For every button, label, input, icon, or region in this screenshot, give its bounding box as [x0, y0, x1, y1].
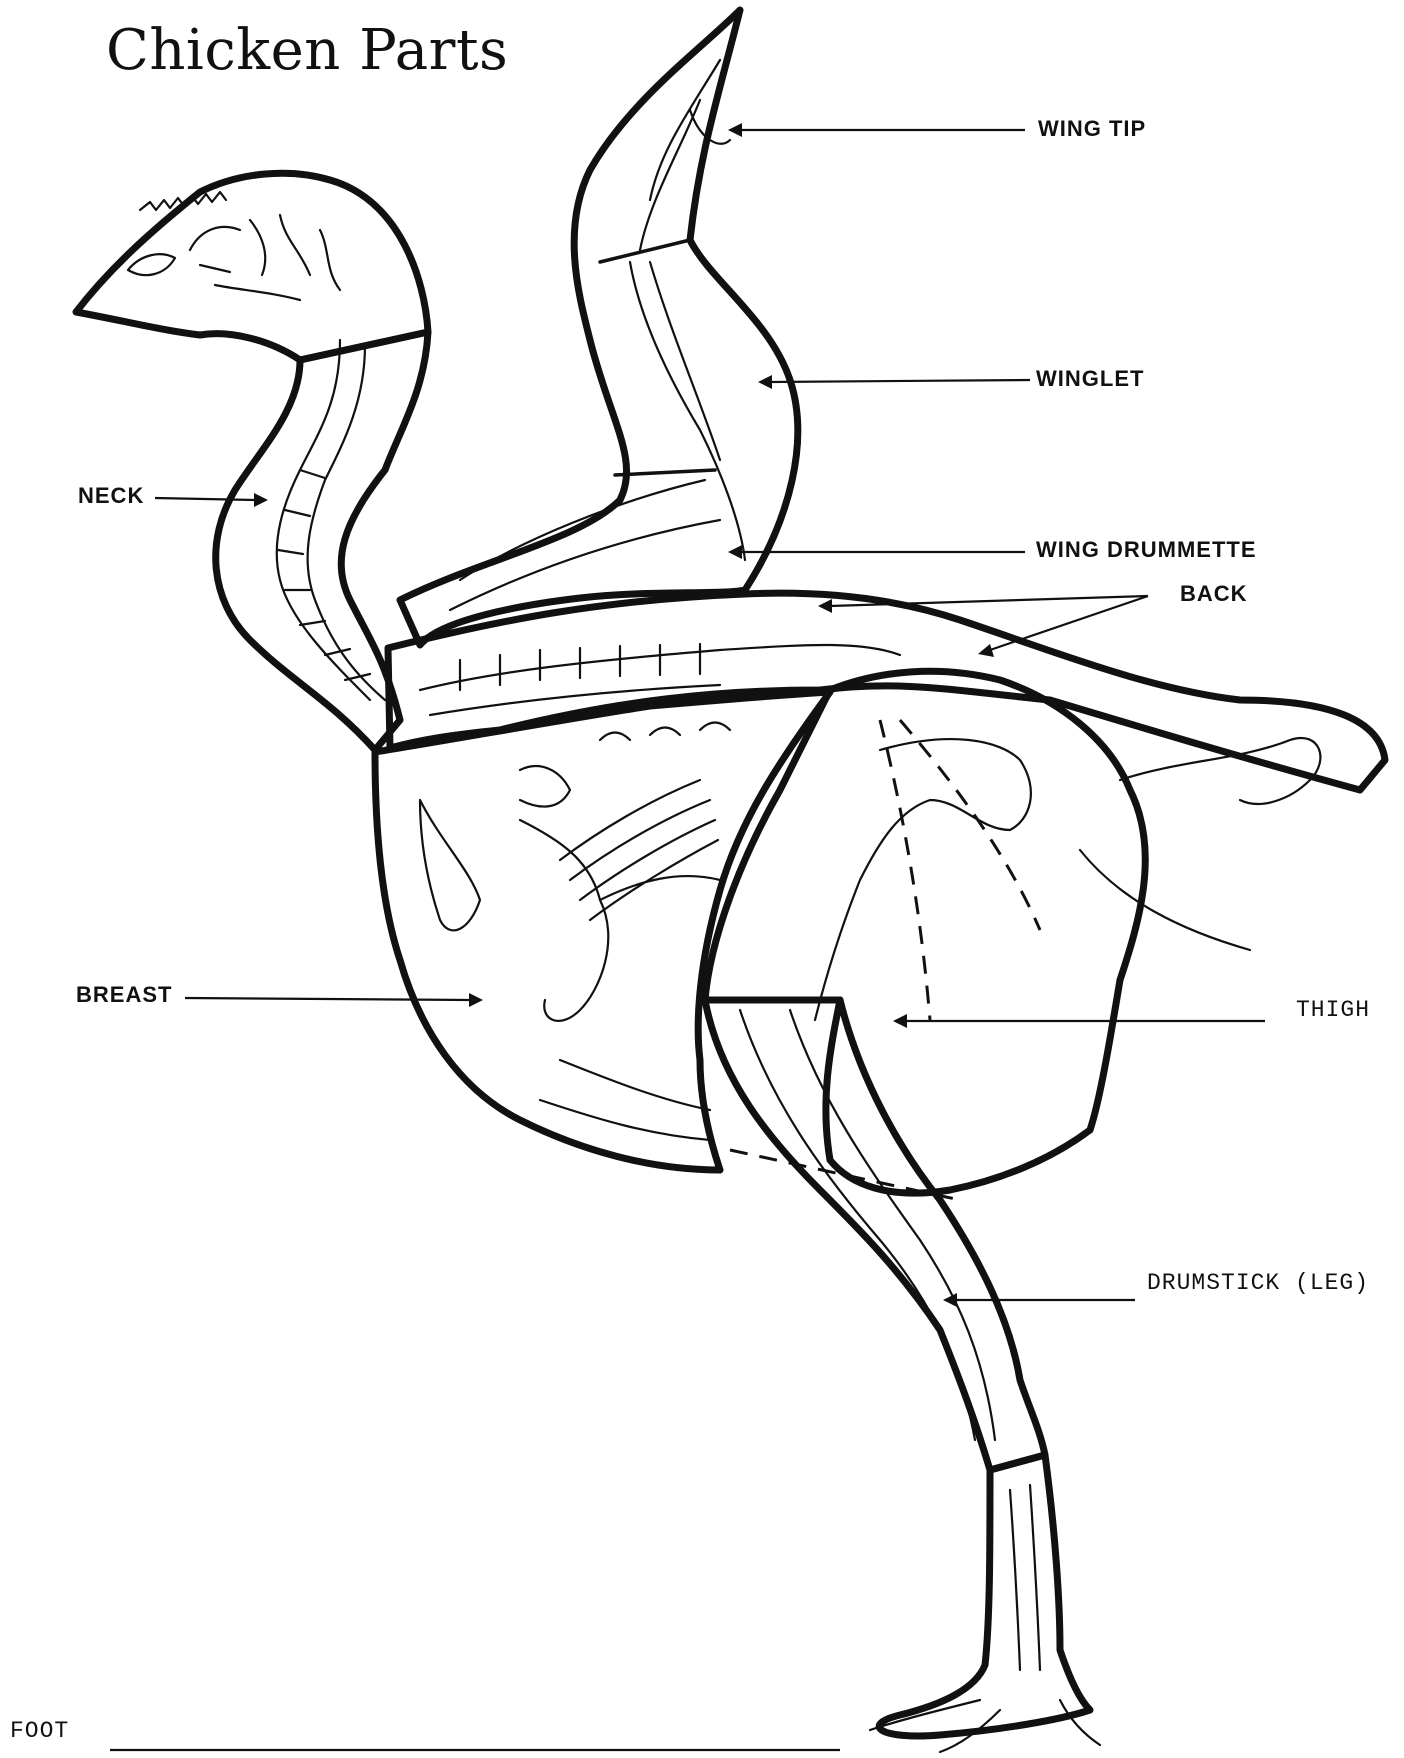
label-neck: NECK [78, 483, 144, 509]
label-back: BACK [1180, 581, 1248, 607]
label-drumstick: DRUMSTICK (LEG) [1147, 1270, 1369, 1296]
label-wing-drummette: WING DRUMMETTE [1036, 537, 1257, 563]
drumstick-shape [705, 1000, 1045, 1470]
foot-shape [870, 1455, 1100, 1752]
neck-shape [216, 332, 428, 750]
label-winglet: WINGLET [1036, 366, 1144, 392]
label-foot: FOOT [10, 1718, 69, 1744]
breast-shape [375, 692, 830, 1170]
label-breast: BREAST [76, 982, 172, 1008]
back-shape [388, 593, 1385, 790]
label-wing-tip: WING TIP [1038, 116, 1146, 142]
label-thigh: THIGH [1296, 997, 1370, 1023]
head-shape [76, 173, 428, 360]
